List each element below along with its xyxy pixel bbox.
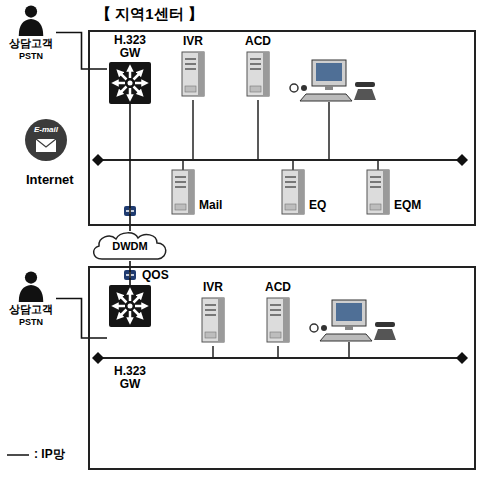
switch-icon <box>109 285 151 327</box>
agent-workstation <box>310 300 396 341</box>
node-text: 상담고객 <box>9 36 53 51</box>
legend-item: : IP망 <box>6 446 65 463</box>
person-icon <box>15 270 47 302</box>
server-icon <box>245 50 271 98</box>
person-icon <box>15 4 47 36</box>
ip-link <box>56 33 107 70</box>
server-icon <box>365 168 391 216</box>
legend-line-sample <box>6 449 30 461</box>
gateway-switch: H.323 GW <box>107 34 153 104</box>
ip-link <box>56 299 107 339</box>
ip-link <box>129 261 131 285</box>
email-icon: E-mail <box>24 118 68 162</box>
node-text: IVR <box>203 280 223 294</box>
server-icon: Mail <box>170 168 222 216</box>
node-text: 【 지역1센터 】 <box>96 5 203 24</box>
server-icon <box>200 296 226 344</box>
network-cloud: DWDM <box>90 231 170 261</box>
mailicon-icon <box>24 118 68 162</box>
node-text: EQ <box>309 198 326 212</box>
node-text: E-mail <box>24 125 68 134</box>
gateway-switch: H.323 GW <box>107 285 153 391</box>
node-text: 상담고객 <box>9 302 53 317</box>
server-icon <box>265 296 291 344</box>
node-text: PSTN <box>19 51 43 61</box>
qos-label: QOS <box>142 268 169 282</box>
ip-link <box>129 104 131 231</box>
node-text: EQM <box>394 198 421 212</box>
server-icon <box>170 168 196 216</box>
node-text: IVR <box>183 34 203 48</box>
server-icon: IVR <box>198 280 228 344</box>
server-icon <box>180 50 206 98</box>
server-icon: ACD <box>243 34 273 98</box>
customer-icon: 상담고객PSTN <box>6 4 56 61</box>
center-region: H.323 GW IVR ACD <box>88 266 476 470</box>
node-text: DWDM <box>112 240 147 252</box>
server-icon <box>280 168 306 216</box>
switch-icon <box>109 62 151 104</box>
node-text: H.323 GW <box>107 34 153 60</box>
node-text: ACD <box>245 34 271 48</box>
server-icon: IVR <box>178 34 208 98</box>
bus-end-diamond <box>92 154 468 364</box>
center-region: 【 지역1센터 】H.323 GWIVRACDMailEQEQM <box>88 30 476 226</box>
server-icon: EQM <box>365 168 421 216</box>
node-text: PSTN <box>19 317 43 327</box>
node-text: Mail <box>199 198 222 212</box>
legend-text: : IP망 <box>34 446 65 463</box>
node-text: H.323 GW <box>107 365 153 391</box>
server-icon: ACD <box>263 280 293 344</box>
network-label: Internet <box>26 172 74 187</box>
legend: : IP망 <box>6 446 65 463</box>
node-text: ACD <box>265 280 291 294</box>
customer-icon: 상담고객PSTN <box>6 270 56 327</box>
agent-workstation <box>290 60 376 101</box>
server-icon: EQ <box>280 168 326 216</box>
